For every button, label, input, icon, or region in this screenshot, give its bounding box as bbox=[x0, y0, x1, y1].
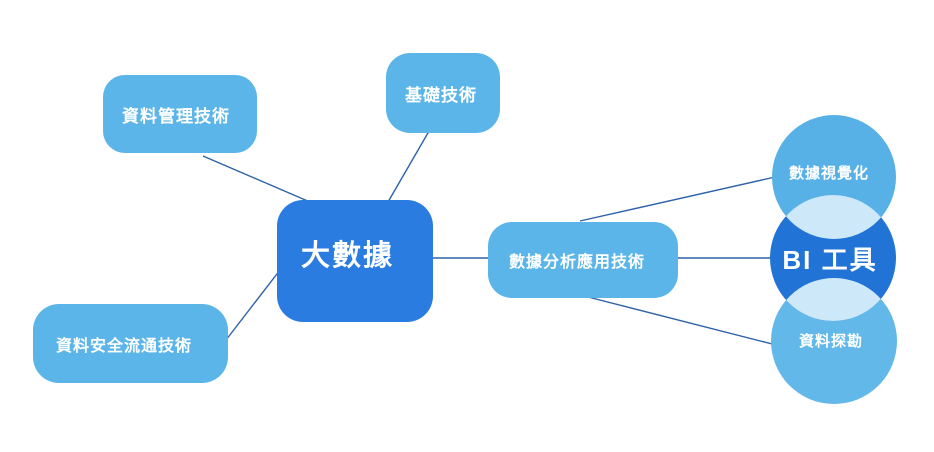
connector-management-to-bigdata bbox=[202, 155, 311, 203]
connector-analysis-to-data-mining bbox=[587, 296, 781, 347]
overlap-bi-data-mining bbox=[771, 278, 896, 321]
node-data-security-label: 資料安全流通技術 bbox=[56, 337, 193, 355]
node-data-management-label: 資料管理技術 bbox=[122, 106, 230, 126]
node-analysis-tech: 數據分析應用技術 bbox=[488, 222, 678, 298]
connector-analysis-to-visualization bbox=[579, 174, 785, 222]
connector-basic-to-bigdata bbox=[387, 125, 433, 203]
node-big-data: 大數據 bbox=[277, 200, 433, 322]
node-big-data-label: 大數據 bbox=[301, 240, 395, 272]
node-analysis-tech-label: 數據分析應用技術 bbox=[509, 254, 646, 271]
node-data-security: 資料安全流通技術 bbox=[33, 304, 228, 383]
node-data-management: 資料管理技術 bbox=[103, 75, 257, 153]
connector-security-to-bigdata bbox=[225, 269, 281, 341]
node-basic-tech: 基礎技術 bbox=[386, 53, 500, 133]
overlap-visualization-bi bbox=[772, 195, 896, 239]
node-basic-tech-label: 基礎技術 bbox=[405, 85, 477, 105]
